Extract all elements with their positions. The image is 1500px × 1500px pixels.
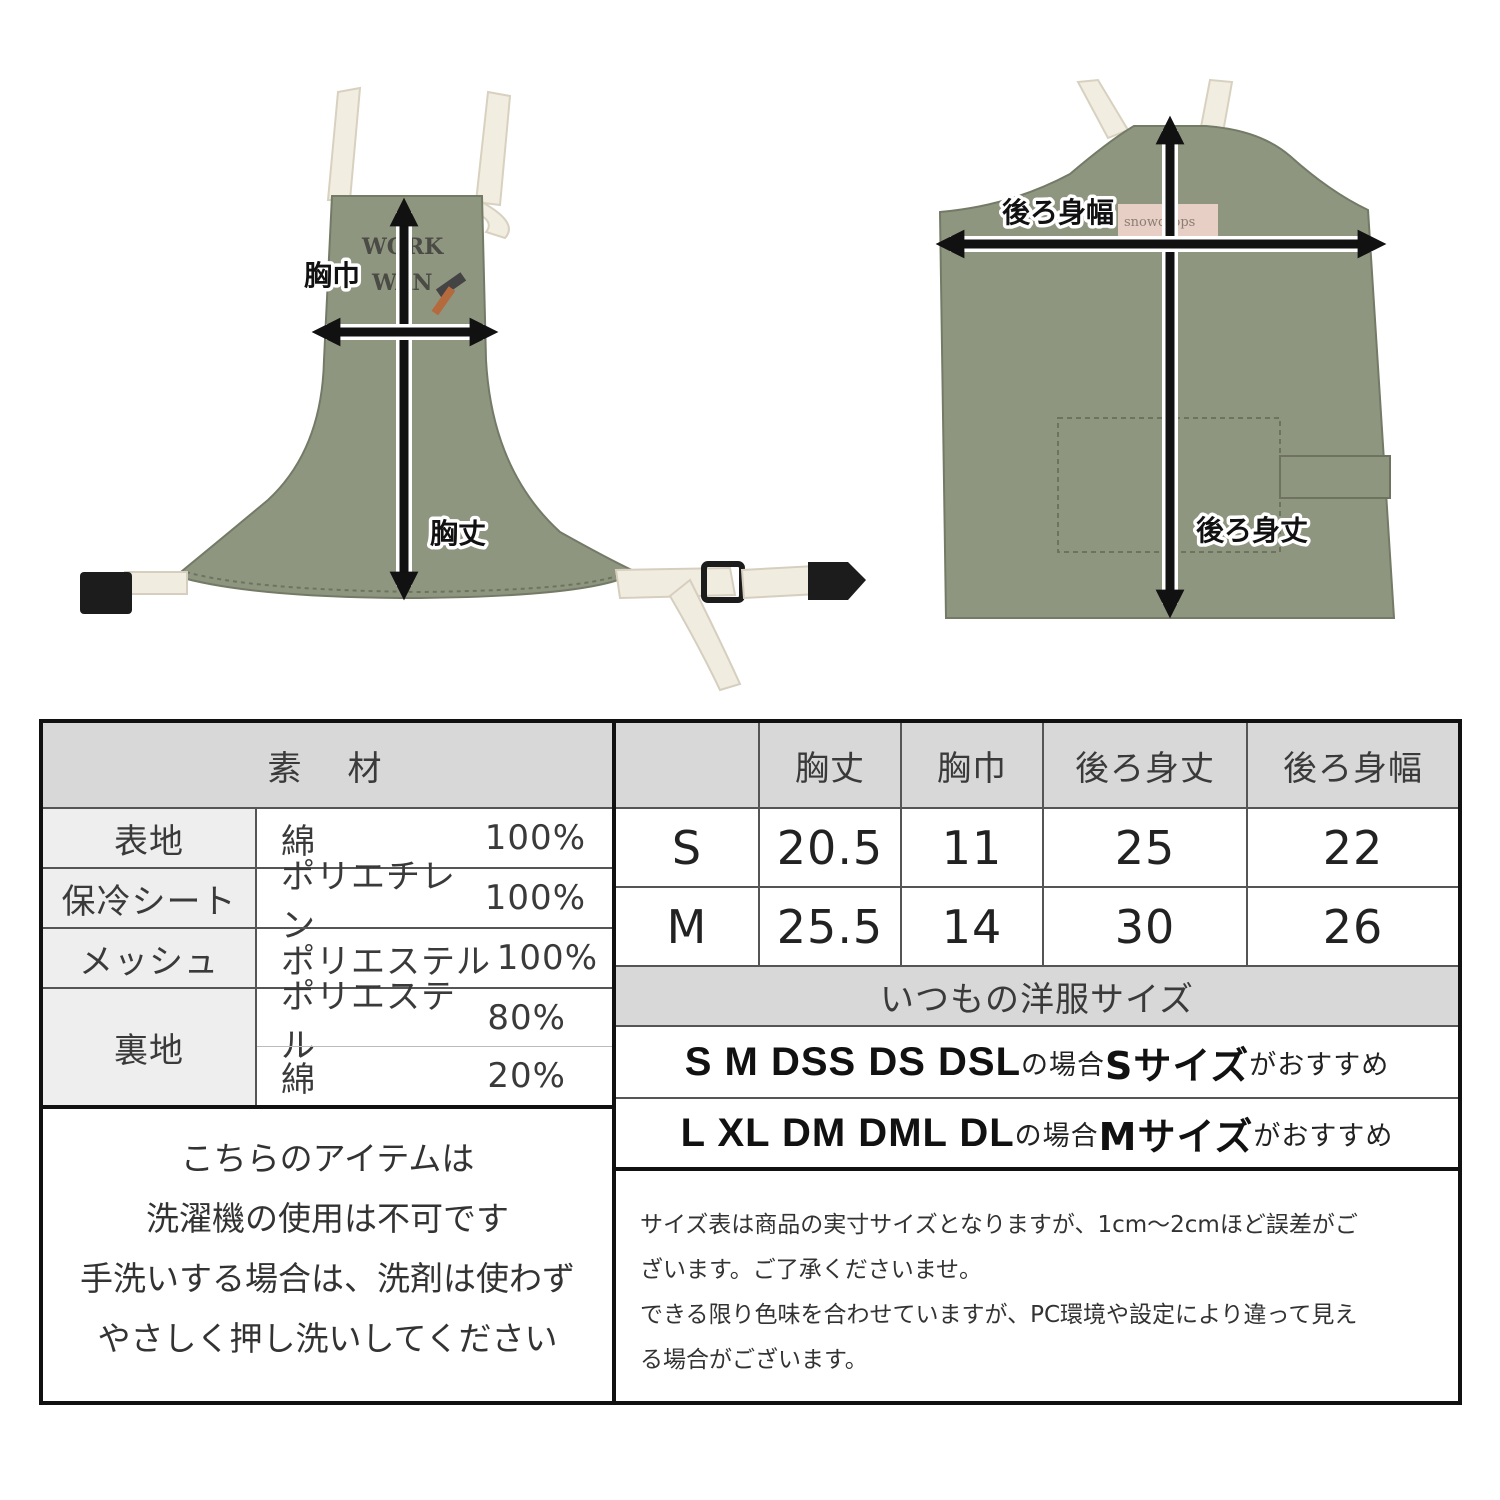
materials-header: 素 材: [43, 723, 612, 807]
size-m-back-length: 30: [1114, 899, 1176, 954]
brand-tag-text: snowdrops: [1124, 215, 1195, 230]
material-part-lining: 裏地: [43, 989, 255, 1105]
recommendation-m-mid: の場合: [1014, 1120, 1099, 1152]
size-col-chest-width: 胸巾: [902, 723, 1042, 807]
right-buckle: [808, 562, 866, 600]
material-percent: 80%: [487, 997, 566, 1038]
size-s-chest-length: 20.5: [776, 820, 884, 875]
chest-width-label: 胸巾: [304, 259, 360, 292]
material-part-mesh: メッシュ: [43, 929, 255, 987]
material-part-surface: 表地: [43, 809, 255, 867]
recommendation-s-mid: の場合: [1021, 1049, 1106, 1081]
left-buckle: [80, 572, 132, 614]
usual-size-header: いつもの洋服サイズ: [616, 967, 1458, 1025]
size-m-chest-length: 25.5: [776, 899, 884, 954]
note-line-3: できる限り色味を合わせていますが、PC環境や設定により違って見え: [640, 1302, 1358, 1328]
care-instructions: こちらのアイテムは 洗濯機の使用は不可です 手洗いする場合は、洗剤は使わず やさ…: [39, 1105, 616, 1405]
recommendation-m-tail: がおすすめ: [1253, 1120, 1394, 1152]
side-tab: [1279, 455, 1391, 499]
size-m-chest-width: 14: [941, 899, 1003, 954]
material-percent: 100%: [484, 878, 586, 918]
hammer-icon: [431, 272, 467, 316]
recommendation-m-target: Mサイズ: [1098, 1114, 1254, 1159]
chest-length-label: 胸丈: [430, 517, 486, 550]
material-row-mesh: ポリエステル 100%: [257, 929, 612, 987]
recommendation-s-sizes: S M DSS DS DSL: [684, 1039, 1022, 1084]
size-s-chest-width: 11: [941, 820, 1003, 875]
material-percent: 20%: [487, 1056, 566, 1096]
back-length-label: 後ろ身丈: [1196, 514, 1308, 547]
material-row-lining-2: 綿 20%: [257, 1047, 612, 1105]
size-col-back-width: 後ろ身幅: [1248, 723, 1458, 807]
size-m-back-width: 26: [1322, 899, 1384, 954]
care-line-2: 洗濯機の使用は不可です: [146, 1199, 509, 1238]
info-tables: 素 材 表地 綿 100% 保冷シート ポリエチレン 100% メッシュ ポリエ…: [39, 719, 1462, 1405]
back-width-label: 後ろ身幅: [1002, 196, 1114, 229]
recommendation-s-target: Sサイズ: [1105, 1043, 1250, 1088]
material-name: ポリエステル: [281, 941, 491, 982]
care-line-3: 手洗いする場合は、洗剤は使わず: [80, 1259, 575, 1298]
material-name: ポリエチレン: [281, 857, 456, 946]
size-row-m-label: M: [666, 899, 708, 954]
materials-table: 素 材 表地 綿 100% 保冷シート ポリエチレン 100% メッシュ ポリエ…: [39, 719, 616, 1109]
note-line-2: ざいます。ご了承くださいませ。: [640, 1257, 983, 1283]
note-line-4: る場合がございます。: [640, 1347, 868, 1373]
note-line-1: サイズ表は商品の実寸サイズとなりますが、1cm～2cmほど誤差がご: [640, 1212, 1358, 1238]
recommendation-m-sizes: L XL DM DML DL: [680, 1110, 1015, 1155]
care-line-1: こちらのアイテムは: [180, 1139, 475, 1178]
material-row-surface: 綿 100%: [257, 809, 612, 867]
size-col-chest-length: 胸丈: [760, 723, 900, 807]
material-name: 綿: [281, 821, 316, 862]
recommendation-m: L XL DM DML DL の場合 Mサイズ がおすすめ: [616, 1099, 1458, 1167]
size-s-back-length: 25: [1114, 820, 1176, 875]
size-col-blank: [616, 723, 758, 807]
size-s-back-width: 22: [1322, 820, 1384, 875]
size-notes: サイズ表は商品の実寸サイズとなりますが、1cm～2cmほど誤差がご ざいます。ご…: [612, 1167, 1462, 1405]
size-row-s-label: S: [671, 820, 703, 875]
material-name: 綿: [281, 1059, 316, 1100]
front-right-strap: [474, 90, 512, 207]
recommendation-s-tail: がおすすめ: [1249, 1049, 1390, 1081]
care-line-4: やさしく押し洗いしてください: [97, 1319, 558, 1358]
size-table: 胸丈 胸巾 後ろ身丈 後ろ身幅 S 20.5 11 25 22 M 25.5 1…: [612, 719, 1462, 1171]
back-left-strap: [1076, 78, 1130, 140]
front-harness-image: WORK WAN: [80, 86, 866, 692]
material-part-cooling-sheet: 保冷シート: [43, 869, 255, 927]
material-row-lining-1: ポリエステル 80%: [257, 977, 612, 1066]
material-percent: 100%: [484, 818, 586, 858]
front-left-strap: [326, 86, 362, 201]
size-col-back-length: 後ろ身丈: [1044, 723, 1246, 807]
material-row-cooling-sheet: ポリエチレン 100%: [257, 857, 612, 946]
recommendation-s: S M DSS DS DSL の場合 Sサイズ がおすすめ: [616, 1027, 1458, 1097]
material-percent: 100%: [496, 938, 598, 978]
material-name: ポリエステル: [281, 976, 456, 1066]
product-illustration: WORK WAN 胸巾 胸丈 snowdrops 後ろ身幅 後ろ身丈: [80, 78, 1396, 692]
